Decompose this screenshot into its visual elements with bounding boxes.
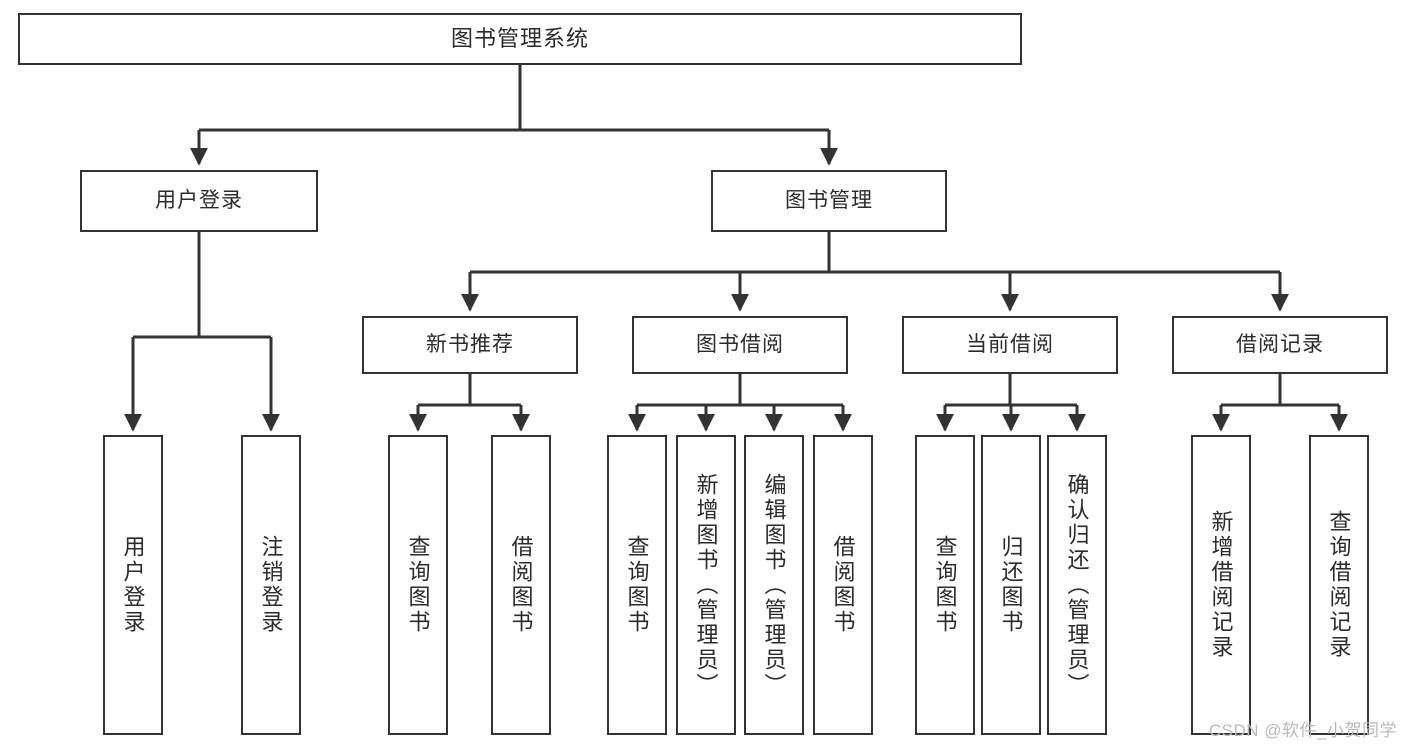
node-borrow-record[interactable]: 借阅记录 [1172,316,1388,374]
node-leaf-return-book-label: 归还图书 [998,535,1024,635]
node-new-book-rec[interactable]: 新书推荐 [362,316,578,374]
node-leaf-user-login-label: 用户登录 [120,535,146,635]
node-book-manage-label: 图书管理 [785,189,873,213]
node-user-login[interactable]: 用户登录 [80,170,318,232]
node-book-borrow-label: 图书借阅 [696,333,784,357]
node-new-book-rec-label: 新书推荐 [426,333,514,357]
node-leaf-query-book-2[interactable]: 查询图书 [607,435,667,735]
node-leaf-query-record-label: 查询借阅记录 [1326,510,1352,660]
node-leaf-query-record[interactable]: 查询借阅记录 [1309,435,1369,735]
node-leaf-borrow-book-2-label: 借阅图书 [830,535,856,635]
node-current-borrow[interactable]: 当前借阅 [902,316,1118,374]
node-book-borrow[interactable]: 图书借阅 [632,316,848,374]
node-leaf-borrow-book-2[interactable]: 借阅图书 [813,435,873,735]
node-leaf-query-book-2-label: 查询图书 [624,535,650,635]
node-leaf-user-login[interactable]: 用户登录 [103,435,163,735]
node-root[interactable]: 图书管理系统 [18,13,1022,65]
node-leaf-edit-book-label: 编辑图书（管理员） [761,472,787,698]
node-leaf-return-book[interactable]: 归还图书 [981,435,1041,735]
node-leaf-add-record[interactable]: 新增借阅记录 [1191,435,1251,735]
node-leaf-confirm-return-label: 确认归还（管理员） [1064,472,1090,698]
node-leaf-confirm-return[interactable]: 确认归还（管理员） [1047,435,1107,735]
node-leaf-query-book-3-label: 查询图书 [932,535,958,635]
node-user-login-label: 用户登录 [155,189,243,213]
node-leaf-add-book-label: 新增图书（管理员） [693,472,719,698]
node-book-manage[interactable]: 图书管理 [711,170,947,232]
node-current-borrow-label: 当前借阅 [966,333,1054,357]
node-leaf-borrow-book-1-label: 借阅图书 [508,535,534,635]
node-leaf-borrow-book-1[interactable]: 借阅图书 [491,435,551,735]
node-leaf-logout-label: 注销登录 [258,535,284,635]
node-leaf-add-book[interactable]: 新增图书（管理员） [676,435,736,735]
node-leaf-query-book-1-label: 查询图书 [405,535,431,635]
node-leaf-query-book-1[interactable]: 查询图书 [388,435,448,735]
node-leaf-add-record-label: 新增借阅记录 [1208,510,1234,660]
node-leaf-edit-book[interactable]: 编辑图书（管理员） [744,435,804,735]
watermark: CSDN @软件_小贺同学 [1208,721,1397,740]
node-borrow-record-label: 借阅记录 [1236,333,1324,357]
node-leaf-query-book-3[interactable]: 查询图书 [915,435,975,735]
node-root-label: 图书管理系统 [450,25,589,51]
node-leaf-logout[interactable]: 注销登录 [241,435,301,735]
